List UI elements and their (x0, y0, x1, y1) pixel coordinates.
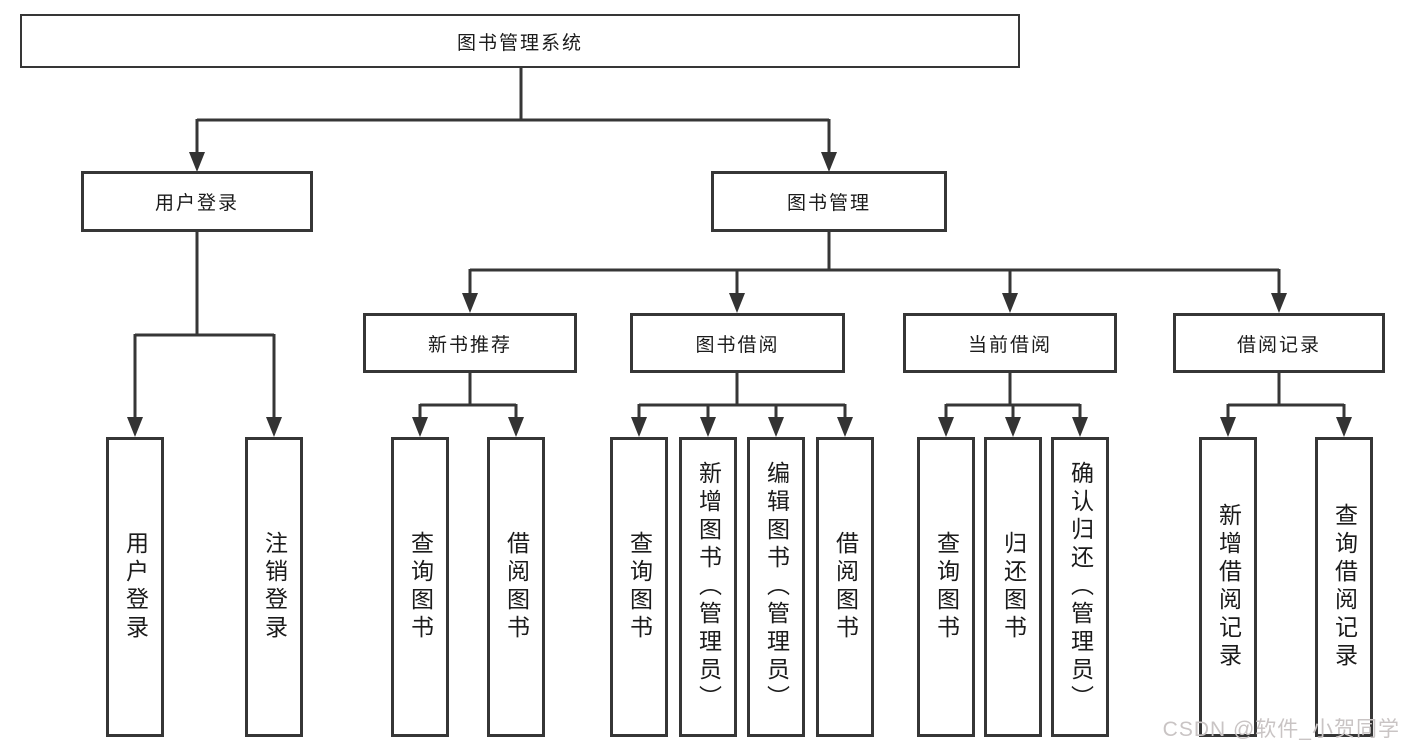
leaf-borrow-edit-books-admin: 编辑图书（管理员） (747, 437, 805, 737)
leaf-current-confirm-return-admin-label: 确认归还（管理员） (1067, 461, 1094, 713)
leaf-logout: 注销登录 (245, 437, 303, 737)
node-root-label: 图书管理系统 (456, 32, 583, 54)
node-new-book-recommend-label: 新书推荐 (427, 334, 512, 356)
leaf-records-add-record: 新增借阅记录 (1199, 437, 1257, 737)
edge-root-children (195, 67, 831, 154)
edge-currentborrow-children (944, 373, 1082, 419)
node-borrow-records: 借阅记录 (1173, 313, 1385, 373)
watermark: CSDN @软件_小贺同学 (1162, 718, 1400, 741)
leaf-user-login-label: 用户登录 (122, 531, 149, 643)
leaf-borrow-borrow-books: 借阅图书 (816, 437, 874, 737)
node-root: 图书管理系统 (20, 14, 1020, 68)
leaf-current-query-books-label: 查询图书 (933, 531, 960, 643)
node-current-borrow: 当前借阅 (903, 313, 1117, 373)
leaf-newbooks-query-books-label: 查询图书 (407, 531, 434, 643)
node-user-login-label: 用户登录 (154, 193, 239, 214)
edge-userlogin-children (133, 232, 276, 419)
node-book-management-label: 图书管理 (786, 193, 871, 214)
leaf-newbooks-borrow-books: 借阅图书 (487, 437, 545, 737)
leaf-borrow-add-books-admin: 新增图书（管理员） (679, 437, 737, 737)
leaf-user-login: 用户登录 (106, 437, 164, 737)
leaf-borrow-edit-books-admin-label: 编辑图书（管理员） (763, 461, 790, 713)
node-current-borrow-label: 当前借阅 (967, 334, 1052, 356)
edge-newbooks-children (418, 373, 518, 419)
node-new-book-recommend: 新书推荐 (363, 313, 577, 373)
node-borrow-records-label: 借阅记录 (1236, 334, 1321, 356)
node-book-borrow-label: 图书借阅 (695, 334, 780, 356)
leaf-borrow-query-books: 查询图书 (610, 437, 668, 737)
leaf-newbooks-borrow-books-label: 借阅图书 (503, 531, 530, 643)
leaf-current-return-books: 归还图书 (984, 437, 1042, 737)
arrowheads (127, 152, 1352, 437)
node-book-borrow: 图书借阅 (630, 313, 845, 373)
leaf-records-query-record-label: 查询借阅记录 (1331, 503, 1358, 671)
edge-bookmgmt-children (468, 232, 1281, 295)
leaf-current-query-books: 查询图书 (917, 437, 975, 737)
leaf-records-query-record: 查询借阅记录 (1315, 437, 1373, 737)
edge-bookborrow-children (637, 373, 847, 419)
leaf-newbooks-query-books: 查询图书 (391, 437, 449, 737)
leaf-borrow-borrow-books-label: 借阅图书 (832, 531, 859, 643)
leaf-current-return-books-label: 归还图书 (1000, 531, 1027, 643)
edge-records-children (1226, 373, 1346, 419)
node-book-management: 图书管理 (711, 171, 947, 232)
leaf-borrow-add-books-admin-label: 新增图书（管理员） (695, 461, 722, 713)
leaf-logout-label: 注销登录 (261, 531, 288, 643)
leaf-current-confirm-return-admin: 确认归还（管理员） (1051, 437, 1109, 737)
node-user-login: 用户登录 (81, 171, 313, 232)
leaf-records-add-record-label: 新增借阅记录 (1215, 503, 1242, 671)
leaf-borrow-query-books-label: 查询图书 (626, 531, 653, 643)
